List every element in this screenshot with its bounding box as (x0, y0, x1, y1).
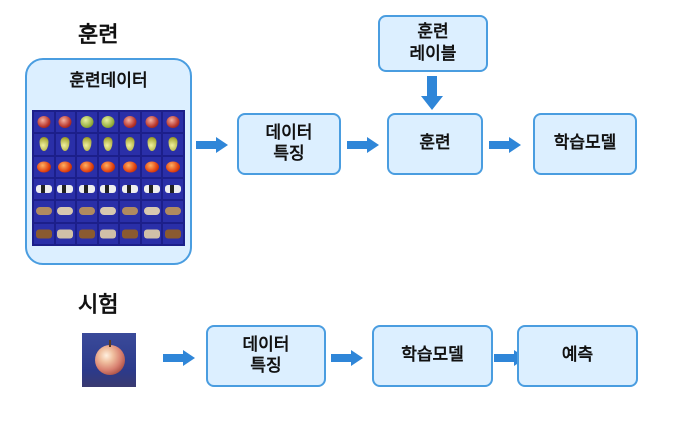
training-section-title: 훈련 (78, 23, 119, 48)
thumbnail-pear (34, 134, 54, 155)
arrow-down-icon (421, 76, 443, 110)
training-dataset-label: 훈련데이터 (69, 71, 148, 91)
thumbnail-pear (98, 134, 119, 155)
trained-model-box: 학습모델 (533, 113, 637, 175)
testing-section-title: 시험 (78, 293, 119, 318)
thumbnail-tomato (163, 156, 183, 177)
training-dataset-panel: 훈련데이터 (25, 58, 192, 265)
test-apple-image (82, 333, 136, 387)
training-box: 훈련 (387, 113, 483, 175)
thumbnail-pear (120, 134, 140, 155)
thumbnail-horse (141, 223, 162, 244)
thumbnail-cow (55, 179, 76, 200)
thumbnail-apple (55, 112, 76, 133)
thumbnail-apple (77, 112, 97, 133)
thumbnail-pear (55, 134, 76, 155)
arrow-right-icon (331, 350, 363, 366)
thumbnail-cow (163, 179, 183, 200)
thumbnail-pear (77, 134, 97, 155)
training-feature-box: 데이터 특징 (237, 113, 341, 175)
arrow-right-icon (489, 137, 521, 153)
thumbnail-dog (120, 201, 140, 222)
thumbnail-tomato (141, 156, 162, 177)
thumbnail-dog (34, 201, 54, 222)
thumbnail-apple (141, 112, 162, 133)
thumbnail-horse (98, 223, 119, 244)
thumbnail-dog (77, 201, 97, 222)
arrow-right-icon (347, 137, 379, 153)
thumbnail-cow (34, 179, 54, 200)
thumbnail-tomato (34, 156, 54, 177)
thumbnail-cow (120, 179, 140, 200)
thumbnail-cow (98, 179, 119, 200)
thumbnail-apple (98, 112, 119, 133)
thumbnail-cow (77, 179, 97, 200)
testing-model-box: 학습모델 (372, 325, 493, 387)
thumbnail-pear (163, 134, 183, 155)
arrow-right-icon (196, 137, 228, 153)
thumbnail-cow (141, 179, 162, 200)
thumbnail-apple (163, 112, 183, 133)
thumbnail-tomato (55, 156, 76, 177)
arrow-right-icon (163, 350, 195, 366)
thumbnail-horse (34, 223, 54, 244)
thumbnail-horse (77, 223, 97, 244)
thumbnail-dog (98, 201, 119, 222)
thumbnail-dog (141, 201, 162, 222)
training-label-box: 훈련 레이블 (378, 15, 488, 72)
thumbnail-tomato (120, 156, 140, 177)
testing-feature-box: 데이터 특징 (206, 325, 326, 387)
thumbnail-dog (163, 201, 183, 222)
thumbnail-pear (141, 134, 162, 155)
training-image-grid (32, 110, 185, 246)
thumbnail-apple (34, 112, 54, 133)
thumbnail-tomato (77, 156, 97, 177)
thumbnail-dog (55, 201, 76, 222)
thumbnail-horse (163, 223, 183, 244)
thumbnail-horse (55, 223, 76, 244)
prediction-box: 예측 (517, 325, 638, 387)
thumbnail-apple (120, 112, 140, 133)
thumbnail-horse (120, 223, 140, 244)
thumbnail-tomato (98, 156, 119, 177)
